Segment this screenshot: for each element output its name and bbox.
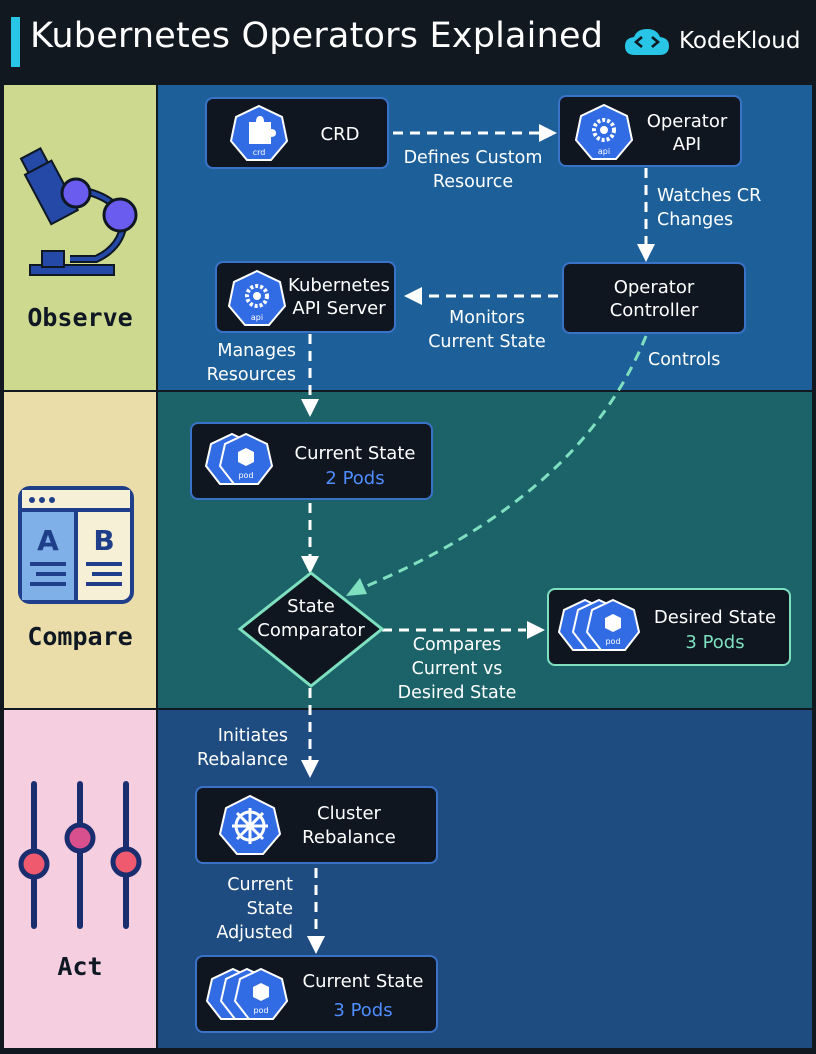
edge-label-compares-1: Compares bbox=[412, 635, 502, 655]
k8s-api-server-node: api Kubernetes API Server bbox=[215, 261, 396, 333]
sliders-icon bbox=[18, 781, 142, 929]
sidebar-observe: Observe bbox=[4, 85, 156, 390]
k8s-api-line2: API Server bbox=[292, 298, 386, 319]
desired-state-value: 3 Pods bbox=[685, 632, 745, 653]
header bbox=[0, 0, 816, 84]
state-comparator-diamond bbox=[237, 571, 385, 688]
current-state-final-value: 3 Pods bbox=[333, 1000, 393, 1021]
svg-text:pod: pod bbox=[605, 637, 620, 646]
operator-controller-line1: Operator bbox=[613, 277, 695, 298]
pods-icon: pod bbox=[205, 967, 289, 1020]
edge-label-adjusted-1: Current bbox=[227, 875, 293, 895]
edge-label-initiates-1: Initiates bbox=[217, 726, 288, 746]
api-gear-icon: api bbox=[574, 103, 634, 160]
edge-label-adjusted-2: State bbox=[246, 899, 293, 919]
edge-label-compares-3: Desired State bbox=[397, 683, 517, 703]
cluster-rebalance-line1: Cluster bbox=[317, 803, 381, 824]
current-state-value: 2 Pods bbox=[325, 468, 385, 489]
section-label-compare: Compare bbox=[27, 622, 133, 651]
kodekloud-logo-icon bbox=[625, 29, 669, 55]
sidebar-act: Act bbox=[4, 710, 156, 1048]
cluster-rebalance-line2: Rebalance bbox=[302, 827, 396, 848]
desired-state-node: pod Desired State 3 Pods bbox=[547, 588, 791, 666]
current-state-final-node: pod Current State 3 Pods bbox=[195, 955, 438, 1033]
operator-controller-node: Operator Controller bbox=[562, 262, 746, 334]
svg-text:B: B bbox=[93, 524, 114, 557]
desired-state-title: Desired State bbox=[653, 607, 777, 628]
svg-text:A: A bbox=[37, 524, 59, 557]
crd-node: crd CRD bbox=[205, 97, 389, 169]
operator-api-line2: API bbox=[672, 134, 702, 155]
current-state-title: Current State bbox=[294, 443, 416, 464]
edge-label-manages-2: Resources bbox=[206, 365, 296, 385]
edge-label-monitors-1: Monitors bbox=[449, 308, 525, 328]
ab-test-icon: A B bbox=[18, 486, 134, 604]
brand-name: KodeKloud bbox=[679, 28, 801, 54]
svg-text:pod: pod bbox=[253, 1006, 268, 1015]
edge-label-defines-1: Defines Custom bbox=[403, 148, 543, 168]
kubernetes-helm-icon bbox=[219, 794, 281, 855]
edge-label-watches-2: Changes bbox=[657, 210, 734, 230]
svg-text:crd: crd bbox=[253, 148, 266, 157]
pods-icon: pod bbox=[557, 598, 641, 651]
puzzle-piece-icon: crd bbox=[229, 104, 289, 161]
state-comparator-line1: State bbox=[287, 596, 335, 617]
microscope-icon bbox=[19, 147, 138, 276]
edge-label-initiates-2: Rebalance bbox=[196, 750, 288, 770]
edge-label-adjusted-3: Adjusted bbox=[216, 923, 293, 943]
current-state-final-title: Current State bbox=[302, 971, 424, 992]
api-gear-icon: api bbox=[227, 269, 287, 326]
operator-api-line1: Operator bbox=[646, 111, 728, 132]
operator-controller-line2: Controller bbox=[609, 300, 699, 321]
section-label-act: Act bbox=[57, 952, 103, 981]
current-state-node: pod Current State 2 Pods bbox=[190, 422, 433, 500]
edge-label-compares-2: Current vs bbox=[411, 659, 503, 679]
edge-label-defines-2: Resource bbox=[432, 172, 514, 192]
pods-icon: pod bbox=[204, 432, 274, 485]
svg-text:api: api bbox=[251, 313, 263, 322]
k8s-api-line1: Kubernetes bbox=[288, 275, 390, 296]
edge-label-watches-1: Watches CR bbox=[657, 186, 762, 206]
header-accent-bar bbox=[11, 17, 20, 67]
svg-text:pod: pod bbox=[238, 471, 253, 480]
edge-label-manages-1: Manages bbox=[217, 341, 296, 361]
operator-api-node: api Operator API bbox=[558, 95, 742, 167]
section-label-observe: Observe bbox=[27, 303, 133, 332]
edge-label-controls: Controls bbox=[648, 350, 721, 370]
arrow-controls bbox=[361, 335, 648, 590]
svg-text:api: api bbox=[598, 147, 610, 156]
crd-label: CRD bbox=[320, 124, 360, 145]
cluster-rebalance-node: Cluster Rebalance bbox=[195, 786, 438, 864]
state-comparator-line2: Comparator bbox=[257, 620, 365, 641]
edge-label-monitors-2: Current State bbox=[428, 332, 546, 352]
sidebar-compare: A B Compare bbox=[4, 392, 156, 708]
page-title: Kubernetes Operators Explained bbox=[30, 16, 604, 56]
